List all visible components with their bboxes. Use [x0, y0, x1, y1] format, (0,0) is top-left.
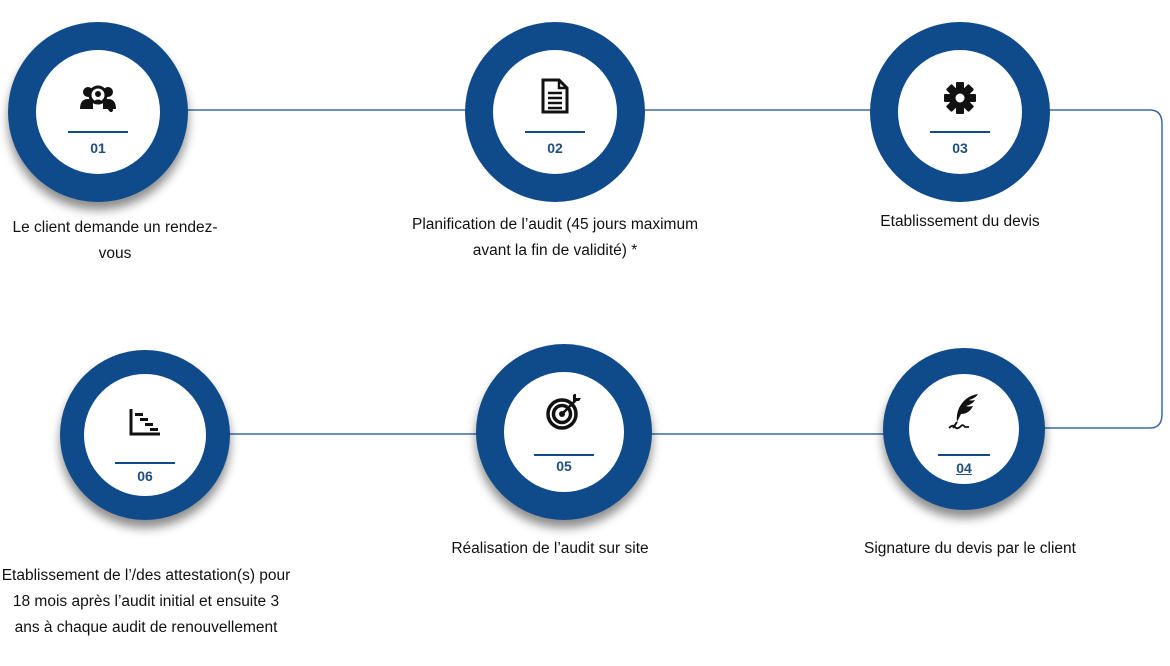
step-06-inner-circle: 06: [84, 374, 206, 496]
document-icon: [537, 78, 573, 114]
step-02-inner-circle: 02: [493, 50, 617, 174]
step-06-number: 06: [137, 468, 153, 484]
step-02-number: 02: [547, 140, 563, 156]
step-04-rule: [938, 454, 990, 456]
step-04-inner-circle: 04: [909, 374, 1019, 484]
step-03-inner-circle: 03: [898, 50, 1022, 174]
target-arrow-icon: [546, 394, 582, 430]
step-06-rule: [115, 462, 175, 464]
step-05-inner-circle: 05: [504, 372, 624, 492]
step-03-rule: [930, 131, 990, 133]
gantt-chart-icon: [127, 404, 163, 440]
step-03-caption: Etablissement du devis: [880, 213, 1040, 230]
step-05-rule: [534, 454, 594, 456]
gear-icon: [942, 80, 978, 116]
step-03-number: 03: [952, 140, 968, 156]
step-02-caption: Planification de l’audit (45 jours maxim…: [411, 216, 699, 259]
step-06-caption: Etablissement de l’/des attestation(s) p…: [1, 567, 291, 636]
step-01-inner-circle: 01: [36, 50, 160, 174]
step-04-number: 04: [956, 460, 972, 476]
step-05-number: 05: [556, 458, 572, 474]
step-02-rule: [525, 131, 585, 133]
step-01-caption: Le client demande un rendez-vous: [12, 219, 218, 262]
step-05-caption: Réalisation de l’audit sur site: [451, 540, 649, 557]
quill-signature-icon: [946, 394, 982, 430]
people-search-icon: [80, 80, 116, 116]
step-01-number: 01: [90, 140, 106, 156]
step-04-caption: Signature du devis par le client: [864, 540, 1076, 557]
connector-03-04: [1030, 109, 1163, 429]
step-01-rule: [68, 131, 128, 133]
